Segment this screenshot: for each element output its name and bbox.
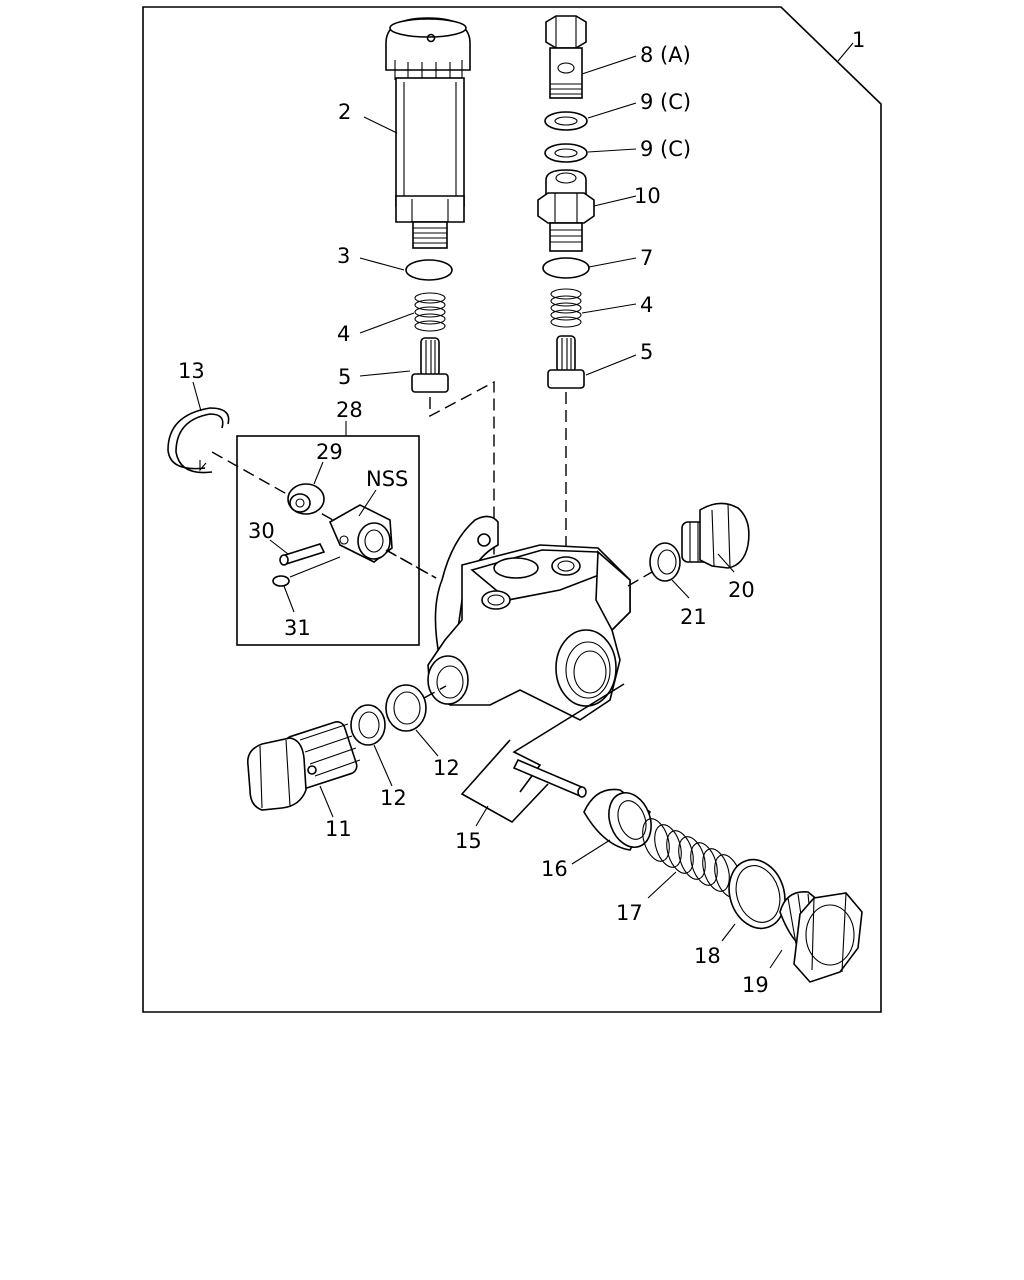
leader-lines	[192, 42, 854, 969]
label-30: 30	[248, 519, 275, 543]
label-12-right: 12	[433, 756, 460, 780]
label-13: 13	[178, 359, 205, 383]
label-10: 10	[634, 184, 661, 208]
piston-part-5-left	[411, 337, 449, 393]
centerline-plug	[627, 571, 653, 587]
label-1: 1	[852, 28, 865, 52]
washer-part-21	[649, 542, 681, 582]
centerline-snap-ring	[211, 451, 437, 579]
label-20: 20	[728, 578, 755, 602]
label-17: 17	[616, 901, 643, 925]
lever-nss	[328, 504, 393, 563]
label-11: 11	[325, 817, 352, 841]
eye-bolt-part-11	[246, 721, 361, 811]
centerline-lever	[385, 549, 437, 579]
label-31: 31	[284, 616, 311, 640]
clip-part-31	[272, 575, 290, 587]
centerline-left-stack	[429, 380, 495, 560]
label-3: 3	[337, 244, 350, 268]
spring-part-17	[642, 818, 742, 898]
sleeve-part-16	[583, 788, 652, 851]
part-labels: 1 2 3 4 5 8 (A) 9 (C) 9 (C) 10 7 4 5 13 …	[178, 28, 865, 997]
label-nss: NSS	[366, 467, 408, 491]
label-4-right: 4	[640, 293, 653, 317]
o-ring-part-7	[542, 257, 590, 279]
label-15: 15	[455, 829, 482, 853]
label-12-left: 12	[380, 786, 407, 810]
label-29: 29	[316, 440, 343, 464]
washer-part-9-upper	[544, 111, 588, 131]
label-9-upper: 9 (C)	[640, 90, 691, 114]
washer-9-upper-hole	[554, 116, 578, 126]
eye-bolt-part-8	[545, 15, 587, 99]
subassembly-box-28	[236, 435, 420, 646]
label-16: 16	[541, 857, 568, 881]
label-21: 21	[680, 605, 707, 629]
label-2: 2	[338, 100, 351, 124]
label-9-lower: 9 (C)	[640, 137, 691, 161]
collar-part-29	[287, 483, 325, 515]
spring-part-4-left	[414, 292, 446, 332]
priming-pump-part-2	[385, 17, 471, 249]
diagram-frame	[142, 6, 882, 1013]
centerline-eye-bolt	[423, 685, 447, 699]
washer-part-9-lower	[544, 143, 588, 163]
washer-part-12-left	[350, 704, 386, 746]
o-ring-part-3	[405, 259, 453, 281]
label-28: 28	[336, 398, 363, 422]
label-19: 19	[742, 973, 769, 997]
washer-part-12-right	[385, 684, 427, 732]
plug-part-19	[779, 891, 863, 983]
label-5-right: 5	[640, 340, 653, 364]
pin-part-15	[512, 758, 587, 798]
label-7: 7	[640, 246, 653, 270]
label-8: 8 (A)	[640, 43, 691, 67]
nut-part-10	[537, 169, 595, 252]
washer-9-lower-hole	[554, 148, 578, 158]
piston-part-5-right	[547, 335, 585, 389]
spring-part-4-right	[550, 288, 582, 328]
snap-ring-part-13	[167, 407, 230, 474]
gasket-part-18	[728, 858, 786, 930]
label-4-left: 4	[337, 322, 350, 346]
pin-part-30	[279, 543, 326, 566]
label-5-left: 5	[338, 365, 351, 389]
pump-body	[427, 515, 631, 721]
label-18: 18	[694, 944, 721, 968]
plug-part-20	[681, 502, 750, 569]
centerline-pin	[289, 556, 341, 578]
